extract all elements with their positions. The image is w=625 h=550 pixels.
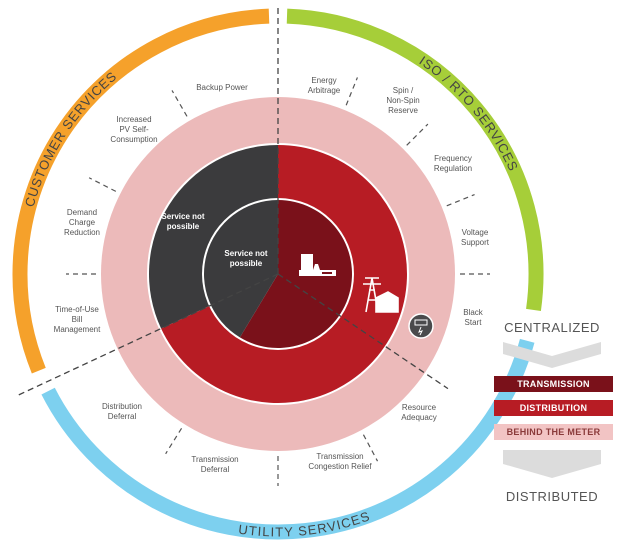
service-tick xyxy=(362,434,379,462)
section-dividers xyxy=(14,6,449,398)
customer-services-arc xyxy=(12,8,270,374)
transmission-not-possible-label: Service not possible xyxy=(224,249,268,268)
service-black-start: Black Start xyxy=(463,308,483,327)
service-tick xyxy=(88,177,117,192)
chevron-down-icon xyxy=(503,342,601,368)
section-divider-line xyxy=(14,273,279,398)
transmission-tower-house-icon xyxy=(363,277,399,313)
service-tick xyxy=(345,77,358,106)
power-plant-icon xyxy=(299,254,336,276)
chevron-down-icon xyxy=(503,450,601,478)
legend-centralized: CENTRALIZED xyxy=(504,320,600,335)
transmission-not-possible-segment xyxy=(203,200,278,338)
service-demand-charge-reduction: Demand Charge Reduction xyxy=(63,208,101,237)
customer-services-title: CUSTOMER SERVICES xyxy=(22,68,120,208)
service-time-of-use: Time-of-Use Bill Management xyxy=(53,305,101,334)
utility-services-title: UTILITY SERVICES xyxy=(237,508,372,539)
legend-behind-the-meter: BEHIND THE METER xyxy=(494,424,613,440)
service-transmission-congestion-relief: Transmission Congestion Relief xyxy=(308,452,372,471)
legend-transmission: TRANSMISSION xyxy=(494,376,613,392)
iso-rto-services-arc xyxy=(286,8,544,311)
legend-distribution: DISTRIBUTION xyxy=(494,400,613,416)
section-divider-line xyxy=(277,273,449,390)
service-transmission-deferral: Transmission Deferral xyxy=(191,455,239,474)
legend-distributed: DISTRIBUTED xyxy=(505,489,599,504)
meter-icon xyxy=(408,313,434,339)
service-frequency-regulation: Frequency Regulation xyxy=(433,154,473,173)
distribution-not-possible-label: Service not possible xyxy=(161,212,205,231)
service-tick xyxy=(165,428,183,455)
service-resource-adequacy: Resource Adequacy xyxy=(401,403,437,422)
service-voltage-support: Voltage Support xyxy=(460,228,490,247)
service-pv-self-consumption: Increased PV Self- Consumption xyxy=(110,115,158,144)
service-tick xyxy=(446,194,475,207)
service-tick xyxy=(406,123,429,146)
utility-services-arc xyxy=(41,338,535,540)
service-spin-reserve: Spin / Non-Spin Reserve xyxy=(386,86,420,115)
service-ticks xyxy=(66,77,490,486)
service-energy-arbitrage: Energy Arbitrage xyxy=(307,76,341,95)
transmission-core xyxy=(239,200,352,348)
service-distribution-deferral: Distribution Deferral xyxy=(101,402,143,421)
service-tick xyxy=(171,90,188,117)
service-backup-power: Backup Power xyxy=(196,83,248,92)
